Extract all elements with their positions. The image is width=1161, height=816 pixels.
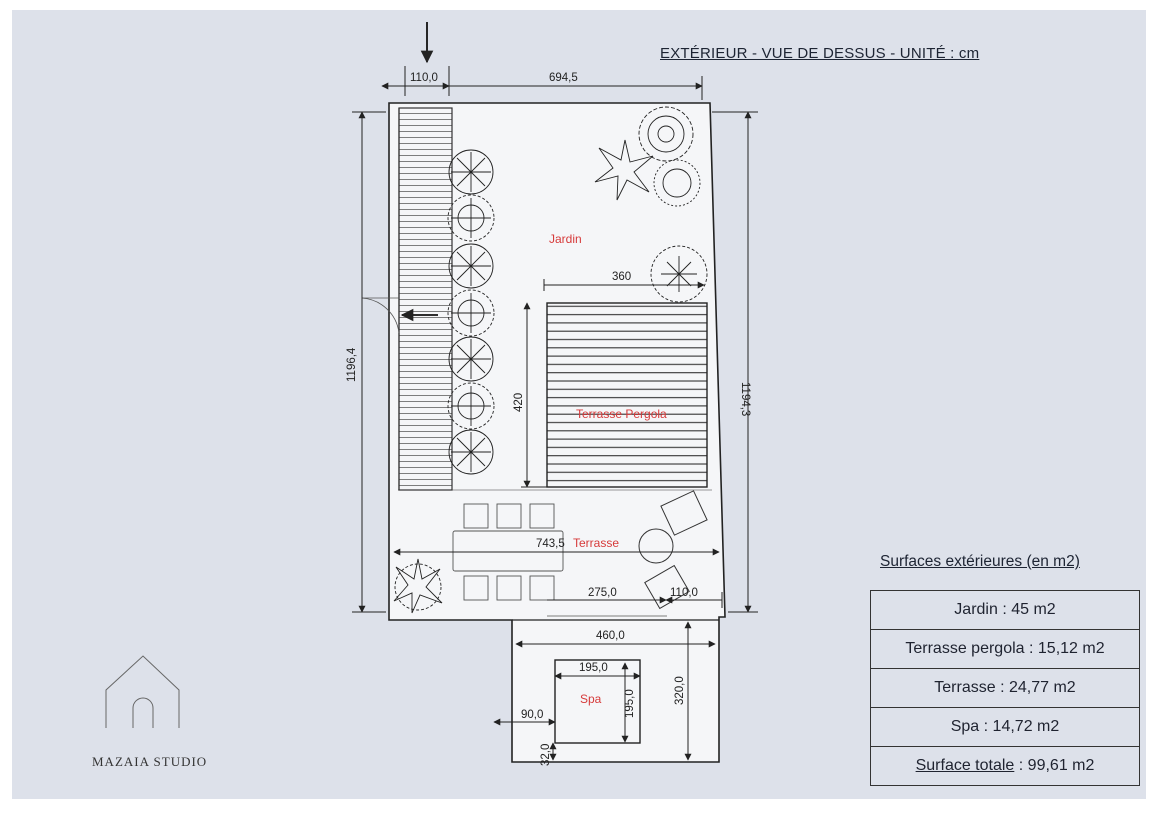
dim-terrace-seg-a: 275,0	[588, 587, 617, 599]
dim-spa-zone-height: 320,0	[674, 676, 686, 705]
surfaces-table: Jardin : 45 m2 Terrasse pergola : 15,12 …	[870, 590, 1140, 786]
dim-terrace-width: 743,5	[536, 538, 565, 550]
dim-right-height: 1194,3	[739, 382, 751, 416]
spa-basin	[554, 659, 641, 744]
surface-value: 45 m2	[1011, 601, 1056, 618]
zone-label-jardin: Jardin	[549, 232, 582, 246]
plan-sheet: 110,0 694,5 1196,4 1194,3 360 420 743,5 …	[12, 10, 1146, 799]
dim-spa-zone-width: 460,0	[596, 630, 625, 642]
surface-row-spa: Spa : 14,72 m2	[870, 707, 1140, 747]
side-walkway	[398, 107, 453, 491]
tree-row-icon	[447, 149, 495, 475]
surface-row-total: Surface totale : 99,61 m2	[870, 746, 1140, 786]
plant-group-icon	[393, 106, 708, 614]
door-swing-icon	[361, 297, 400, 334]
surface-label: Terrasse pergola	[905, 640, 1025, 657]
surface-label: Spa	[950, 718, 980, 735]
pergola-terrace	[546, 302, 708, 488]
surface-row-jardin: Jardin : 45 m2	[870, 590, 1140, 630]
dim-top-width: 694,5	[549, 72, 578, 84]
surface-total-value: 99,61 m2	[1027, 757, 1095, 774]
studio-logo-text: MAZAIA STUDIO	[92, 754, 208, 769]
dim-terrace-seg-b: 110,0	[670, 587, 698, 599]
surface-label: Jardin	[954, 601, 998, 618]
floor-plan: 110,0 694,5 1196,4 1194,3 360 420 743,5 …	[105, 22, 758, 766]
dim-left-height: 1196,4	[346, 347, 358, 382]
surface-value: 15,12 m2	[1037, 640, 1105, 657]
surfaces-title: Surfaces extérieures (en m2)	[880, 553, 1080, 570]
dim-spa-offset-x: 90,0	[521, 709, 543, 721]
dim-pergola-width: 360	[612, 271, 631, 283]
surface-label: Terrasse	[934, 679, 996, 696]
house-logo-icon	[105, 655, 180, 728]
page-title: EXTÉRIEUR - VUE DE DESSUS - UNITÉ : cm	[660, 45, 980, 62]
zone-label-terrasse: Terrasse	[573, 536, 619, 550]
dim-side-path-width: 110,0	[410, 72, 438, 84]
zone-label-terrasse-pergola: Terrasse Pergola	[576, 407, 667, 421]
surface-total-label: Surface totale	[915, 757, 1015, 774]
surface-value: 14,72 m2	[992, 718, 1060, 735]
lounge-set-icon	[638, 490, 708, 610]
surface-value: 24,77 m2	[1008, 679, 1076, 696]
dim-spa-height: 195,0	[624, 689, 636, 718]
dimension-lines	[352, 66, 758, 761]
zone-label-spa: Spa	[580, 692, 602, 706]
dim-pergola-height: 420	[513, 393, 525, 412]
dim-spa-offset-y: 32,0	[540, 744, 552, 766]
surface-row-terrasse: Terrasse : 24,77 m2	[870, 668, 1140, 708]
surface-row-terrasse-pergola: Terrasse pergola : 15,12 m2	[870, 629, 1140, 669]
dim-spa-width: 195,0	[579, 662, 608, 674]
